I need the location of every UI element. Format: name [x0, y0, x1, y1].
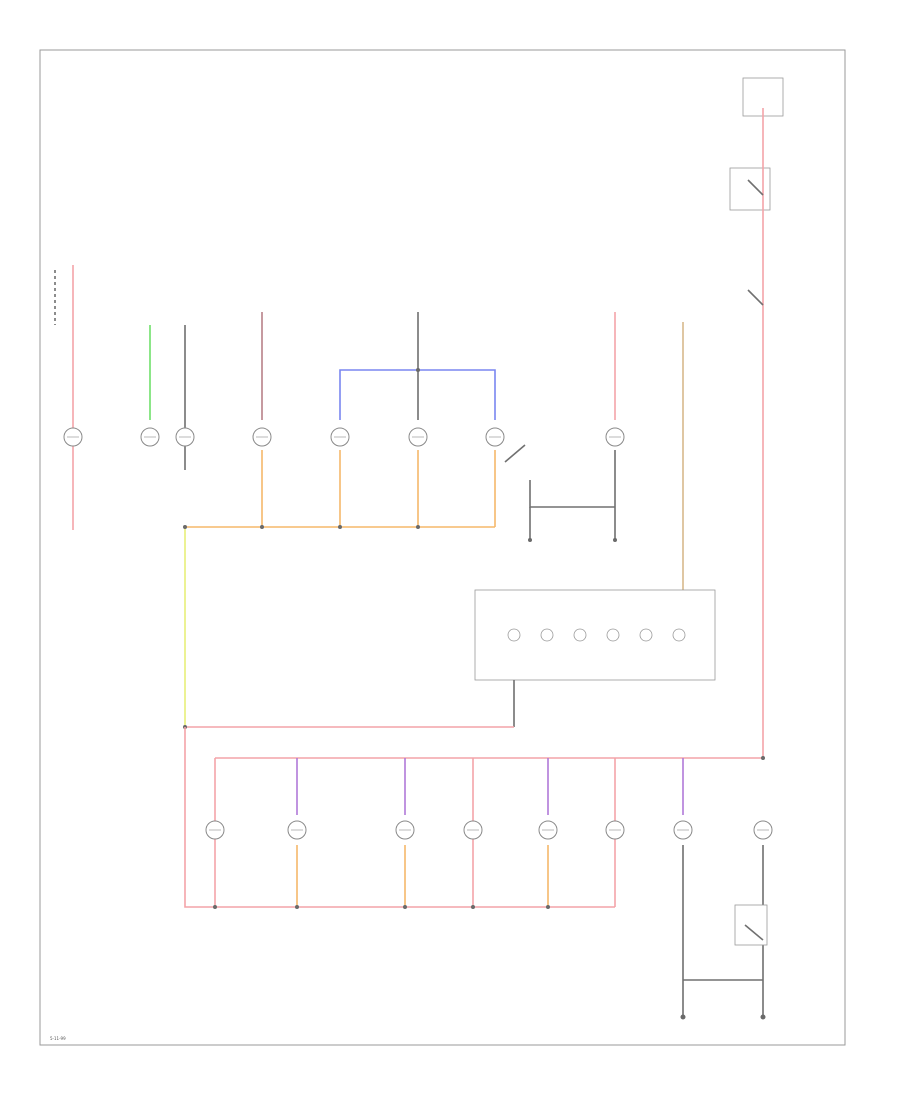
- lamp-instrument-4: [252, 427, 272, 447]
- splice-dot: [761, 756, 765, 760]
- lamp-instrument-7: [485, 427, 505, 447]
- connector-lamp-icon: [540, 628, 554, 642]
- lamp-instrument-1: [63, 427, 83, 447]
- splice-dot: [546, 905, 550, 909]
- lamp-lower-6: [605, 820, 625, 840]
- dimmer-contact: [747, 289, 764, 306]
- pink-lower-ground-bus: [184, 727, 615, 908]
- lamp-instrument-3: [175, 427, 195, 447]
- splice-dot: [416, 368, 420, 372]
- connector-lamp-icon: [639, 628, 653, 642]
- ground-terminal: [528, 538, 532, 542]
- splice-dot: [183, 525, 187, 529]
- lamp7-switch: [504, 444, 526, 463]
- splice-dot: [260, 525, 264, 529]
- switch-contact: [747, 179, 764, 196]
- connector-block: [183, 589, 716, 729]
- splice-dot: [403, 905, 407, 909]
- lamp-lower-3: [395, 820, 415, 840]
- lamp-instrument-5: [330, 427, 350, 447]
- right-feed: [729, 77, 784, 758]
- lamp-instrument-8: [605, 427, 625, 447]
- lamp-lower-1: [205, 820, 225, 840]
- connector-lamp-icon: [507, 628, 521, 642]
- footer-code: 5-11-99: [50, 1036, 66, 1041]
- connector-lamp-icon: [573, 628, 587, 642]
- lamp-instrument-6: [408, 427, 428, 447]
- splice-dot: [213, 905, 217, 909]
- diagram-border: [39, 49, 846, 1046]
- lamp-lower-5: [538, 820, 558, 840]
- lamp-lower-7: [673, 820, 693, 840]
- lower-lamp-row: [184, 727, 773, 1020]
- ground-bus-upper: [529, 480, 615, 508]
- upper-lamp-row: [54, 265, 684, 727]
- lamp-lower-4: [463, 820, 483, 840]
- lamp-lower-8: [753, 820, 773, 840]
- ground-terminal: [680, 1014, 686, 1020]
- splice-dot: [338, 525, 342, 529]
- splice-dot: [471, 905, 475, 909]
- ground-terminal: [613, 538, 617, 542]
- lamp-lower-2: [287, 820, 307, 840]
- connector-lamp-icon: [606, 628, 620, 642]
- glove-switch-contact: [744, 924, 764, 941]
- splice-dot: [416, 525, 420, 529]
- headlamp-switch: [729, 167, 771, 211]
- ground-terminal: [760, 1014, 766, 1020]
- splice-dot: [295, 905, 299, 909]
- lamp-instrument-2: [140, 427, 160, 447]
- connector-lamp-icon: [672, 628, 686, 642]
